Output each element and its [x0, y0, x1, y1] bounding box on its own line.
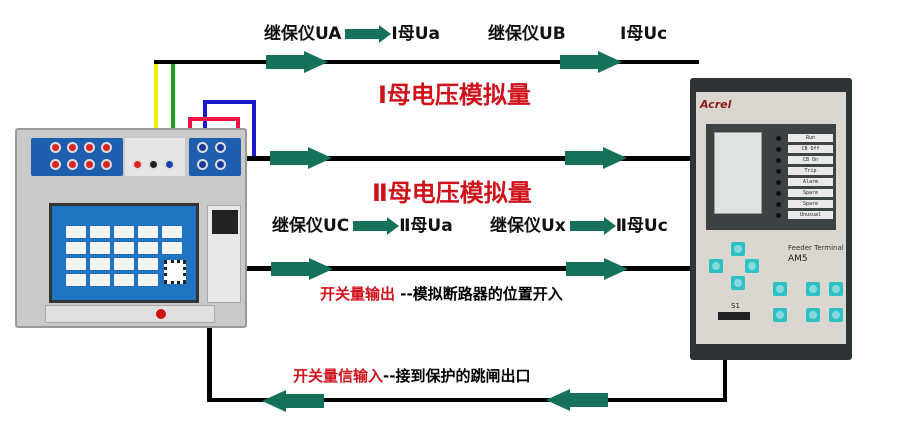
touch-screen[interactable] [49, 203, 199, 303]
indicator-spare: Spare [788, 189, 833, 197]
arrow-right-icon [566, 258, 628, 280]
switch-output-wire [178, 266, 700, 271]
switch-input-wire [207, 398, 727, 402]
yellow-wire [154, 62, 158, 132]
feeder-terminal-device: Acrel Run CB Off CB On Trip Alarm Spare … [690, 78, 852, 360]
arrow-right-icon [569, 217, 616, 235]
switch-input-desc: --接到保护的跳闸出口 [383, 367, 531, 385]
model-name: AM5 [788, 254, 808, 264]
f1-key[interactable] [829, 308, 843, 322]
serial-port-label: S1 [731, 302, 740, 310]
bus2-title: Ⅱ母电压模拟量 [372, 179, 532, 207]
qr-code-icon [164, 260, 186, 284]
switch-output-desc: --模拟断路器的位置开入 [400, 285, 563, 303]
indicator-alarm: Alarm [788, 178, 833, 186]
model-description: Feeder Terminal [788, 244, 844, 252]
up-key[interactable] [731, 242, 745, 256]
switch-input-wire-right [723, 358, 727, 402]
label-source: 继保仪UC [272, 216, 350, 236]
label-target: Ⅱ母Ua [399, 216, 453, 236]
arrow-right-icon [345, 25, 392, 43]
arrow-right-icon [565, 147, 627, 169]
indicator-cb-off: CB Off [788, 145, 833, 153]
label-target: Ⅰ母Ua [391, 24, 440, 44]
bus2-wire [240, 156, 700, 161]
right-key[interactable] [745, 259, 759, 273]
arrow-right-icon [353, 217, 400, 235]
arrow-right-icon [560, 51, 622, 73]
lcd-panel: Run CB Off CB On Trip Alarm Spare Spare … [706, 124, 836, 230]
arrow-right-icon [270, 147, 332, 169]
aux-panel [125, 138, 185, 176]
label-uc-to-bus2-ua: 继保仪UC Ⅱ母Ua [272, 211, 453, 236]
arrow-left-icon [546, 389, 608, 411]
left-key[interactable] [709, 259, 723, 273]
ports-panel [45, 305, 215, 323]
esc-key[interactable] [806, 282, 820, 296]
arrow-right-icon [271, 258, 333, 280]
serial-port [718, 312, 750, 320]
indicator-spare: Spare [788, 200, 833, 208]
label-ux-to-bus2-uc: 继保仪Ux Ⅱ母Uc [490, 211, 668, 236]
switch-output-title: 开关量输出 [320, 285, 396, 303]
label-ub: 继保仪UB [488, 24, 566, 44]
green-wire [171, 62, 175, 132]
indicator-cb-on: CB On [788, 156, 833, 164]
emergency-stop-button[interactable] [156, 309, 166, 319]
relay-tester-device [15, 128, 247, 328]
lcd-screen [714, 132, 762, 214]
indicator-trip: Trip [788, 167, 833, 175]
label-ua-to-bus1-ua: 继保仪UA Ⅰ母Ua [264, 19, 440, 44]
arrow-left-icon [262, 390, 324, 412]
switch-output-label: 开关量输出 --模拟断路器的位置开入 [320, 283, 563, 304]
label-source: 继保仪Ux [490, 216, 566, 236]
sel-key[interactable] [806, 308, 820, 322]
down-key[interactable] [731, 276, 745, 290]
indicator-run: Run [788, 134, 833, 142]
bus1-wire-top [154, 60, 699, 64]
switch-input-wire-left [207, 326, 212, 402]
menu-key[interactable] [773, 282, 787, 296]
switch-input-title: 开关量信输入 [293, 367, 384, 385]
bus1-title: Ⅰ母电压模拟量 [378, 81, 531, 109]
indicator-unusual: Unusual [788, 211, 833, 219]
switch-input-label: 开关量信输入--接到保护的跳闸出口 [293, 365, 530, 386]
label-bus1-uc: Ⅰ母Uc [620, 24, 668, 44]
reset-key[interactable] [773, 308, 787, 322]
keypad-panel[interactable] [207, 205, 241, 303]
label-source: 继保仪UA [264, 24, 342, 44]
brand-logo: Acrel [700, 98, 732, 111]
enter-key[interactable] [829, 282, 843, 296]
arrow-right-icon [266, 51, 328, 73]
label-target: Ⅱ母Uc [615, 216, 668, 236]
